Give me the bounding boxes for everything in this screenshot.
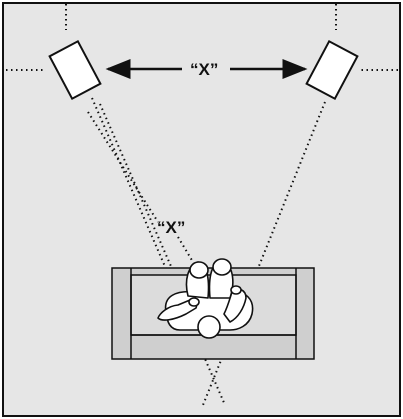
left-speaker [48, 39, 102, 101]
speaker-guide-lines [6, 4, 398, 71]
listening-axis-lines [87, 97, 326, 406]
sofa [111, 267, 315, 360]
right-speaker [305, 39, 359, 101]
listening-distance-label: “X” [157, 218, 185, 237]
speaker-distance-label: “X” [190, 60, 218, 79]
listener-figure [157, 258, 254, 339]
